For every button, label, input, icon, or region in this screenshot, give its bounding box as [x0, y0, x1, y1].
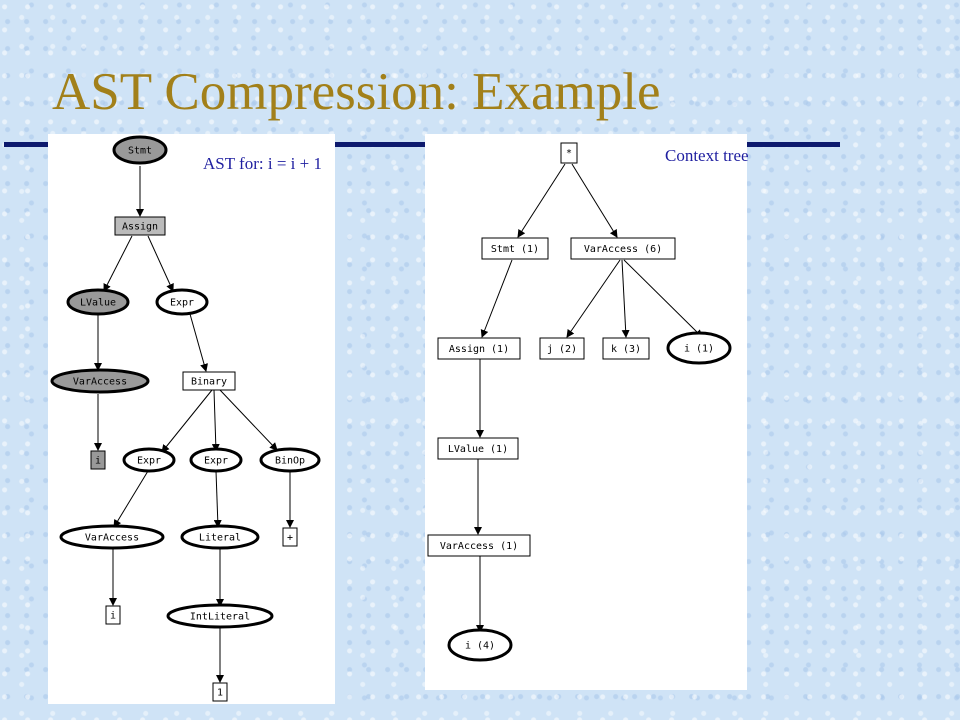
svg-text:+: + [287, 533, 293, 544]
ast-node-plus: + [282, 527, 298, 547]
ast-node-lvalue: LValue [66, 288, 130, 316]
svg-text:i: i [110, 611, 116, 622]
svg-text:Assign: Assign [122, 222, 158, 233]
context-tree-edges [474, 163, 703, 633]
context-tree-diagram: * Stmt (1) VarAccess (6) Assign (1) j (2… [427, 142, 732, 662]
ast-diagram: Stmt Assign LValue Expr VarAccess Binary… [50, 135, 321, 702]
ast-node-binary: Binary [182, 371, 236, 391]
svg-text:BinOp: BinOp [275, 456, 305, 467]
svg-text:i: i [95, 456, 101, 467]
ast-node-binop: BinOp [259, 447, 321, 473]
svg-text:Binary: Binary [191, 377, 227, 388]
context-node-varaccess-6: VarAccess (6) [570, 237, 676, 260]
svg-text:Literal: Literal [199, 533, 241, 544]
context-node-i-1: i (1) [666, 331, 732, 365]
svg-text:Expr: Expr [170, 298, 194, 309]
context-node-i-4: i (4) [447, 628, 513, 662]
ast-node-intliteral: IntLiteral [166, 603, 274, 629]
context-node-varaccess-1: VarAccess (1) [427, 534, 531, 557]
context-tree-caption: Context tree [665, 146, 749, 165]
context-node-root: * [560, 142, 578, 164]
title-underline [4, 142, 840, 147]
ast-node-stmt: Stmt [112, 135, 168, 165]
svg-text:i (4): i (4) [465, 641, 495, 652]
svg-text:Expr: Expr [204, 456, 228, 467]
svg-text:IntLiteral: IntLiteral [190, 612, 250, 623]
ast-node-literal: Literal [180, 524, 260, 550]
svg-text:Assign (1): Assign (1) [449, 344, 509, 355]
ast-node-expr-middle: Expr [189, 447, 243, 473]
context-node-k: k (3) [602, 337, 650, 360]
svg-text:VarAccess: VarAccess [85, 533, 139, 544]
ast-node-i-leaf: i [105, 605, 121, 625]
svg-text:VarAccess (6): VarAccess (6) [584, 244, 662, 255]
ast-diagram-panel: Stmt Assign LValue Expr VarAccess Binary… [48, 134, 335, 704]
context-node-lvalue: LValue (1) [437, 437, 519, 460]
ast-node-expr-left: Expr [122, 447, 176, 473]
ast-node-assign: Assign [114, 216, 166, 236]
context-node-j: j (2) [539, 337, 585, 360]
ast-node-expr: Expr [155, 288, 209, 316]
svg-text:VarAccess: VarAccess [73, 377, 127, 388]
svg-text:VarAccess (1): VarAccess (1) [440, 541, 518, 552]
ast-edges [94, 166, 294, 683]
svg-text:k (3): k (3) [611, 344, 641, 355]
context-tree-panel: * Stmt (1) VarAccess (6) Assign (1) j (2… [425, 134, 747, 690]
svg-text:LValue: LValue [80, 298, 116, 309]
svg-text:Stmt (1): Stmt (1) [491, 244, 539, 255]
svg-text:Expr: Expr [137, 456, 161, 467]
ast-node-one: 1 [212, 682, 228, 702]
ast-caption: AST for: i = i + 1 [203, 154, 322, 173]
svg-text:i (1): i (1) [684, 344, 714, 355]
context-node-assign: Assign (1) [437, 337, 521, 360]
slide-title: AST Compression: Example [52, 63, 661, 121]
ast-node-i: i [90, 450, 106, 470]
svg-text:Stmt: Stmt [128, 146, 152, 157]
ast-node-varaccess: VarAccess [50, 368, 150, 394]
svg-text:*: * [566, 148, 572, 159]
ast-node-varaccess-leaf: VarAccess [59, 524, 165, 550]
svg-text:j (2): j (2) [547, 344, 577, 355]
svg-text:1: 1 [217, 688, 223, 699]
svg-text:LValue (1): LValue (1) [448, 444, 508, 455]
context-node-stmt: Stmt (1) [481, 237, 549, 260]
